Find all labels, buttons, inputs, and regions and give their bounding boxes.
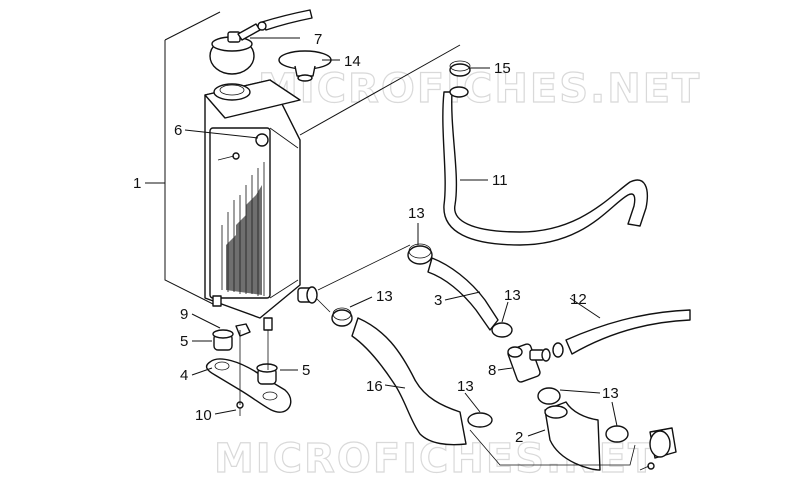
hose-2 xyxy=(537,387,601,471)
radiator-cap-assembly xyxy=(209,9,313,75)
callout-5-left: 5 xyxy=(180,333,188,350)
callout-7: 7 xyxy=(314,31,322,48)
callout-leaders xyxy=(184,37,618,437)
pressure-cap xyxy=(278,50,332,82)
callout-3: 3 xyxy=(434,292,442,309)
hose-16 xyxy=(331,307,493,446)
hose-11 xyxy=(442,60,648,246)
callout-16: 16 xyxy=(366,378,383,395)
callout-11: 11 xyxy=(492,172,508,189)
radiator-assembly-bracket xyxy=(145,11,461,306)
callout-2: 2 xyxy=(515,429,523,446)
callout-1: 1 xyxy=(133,175,141,192)
callout-9: 9 xyxy=(180,306,188,323)
callout-13-c: 13 xyxy=(504,287,521,304)
t-connector xyxy=(507,343,551,383)
callout-4: 4 xyxy=(180,367,188,384)
callout-13-b: 13 xyxy=(376,288,393,305)
callout-13-a: 13 xyxy=(408,205,425,222)
thermostat-housing xyxy=(605,425,677,471)
radiator-core-fins xyxy=(221,162,265,296)
callout-14: 14 xyxy=(344,53,361,70)
callout-15: 15 xyxy=(494,60,511,77)
mounting-hardware xyxy=(205,323,292,416)
callout-12: 12 xyxy=(570,291,587,308)
callout-6: 6 xyxy=(174,122,182,139)
callout-13-d: 13 xyxy=(457,378,474,395)
radiator xyxy=(204,79,318,331)
callout-10: 10 xyxy=(195,407,212,424)
hose-12 xyxy=(552,309,691,358)
hose-3 xyxy=(407,243,513,338)
watermark-top: MICROFICHES.NET xyxy=(258,66,701,112)
callout-5-right: 5 xyxy=(302,362,310,379)
callout-labels: 1 2 3 4 5 5 6 7 8 9 10 11 12 13 13 13 13… xyxy=(133,31,619,446)
assembly-guide-lines xyxy=(239,244,636,466)
callout-8: 8 xyxy=(488,362,496,379)
callout-13-e: 13 xyxy=(602,385,619,402)
